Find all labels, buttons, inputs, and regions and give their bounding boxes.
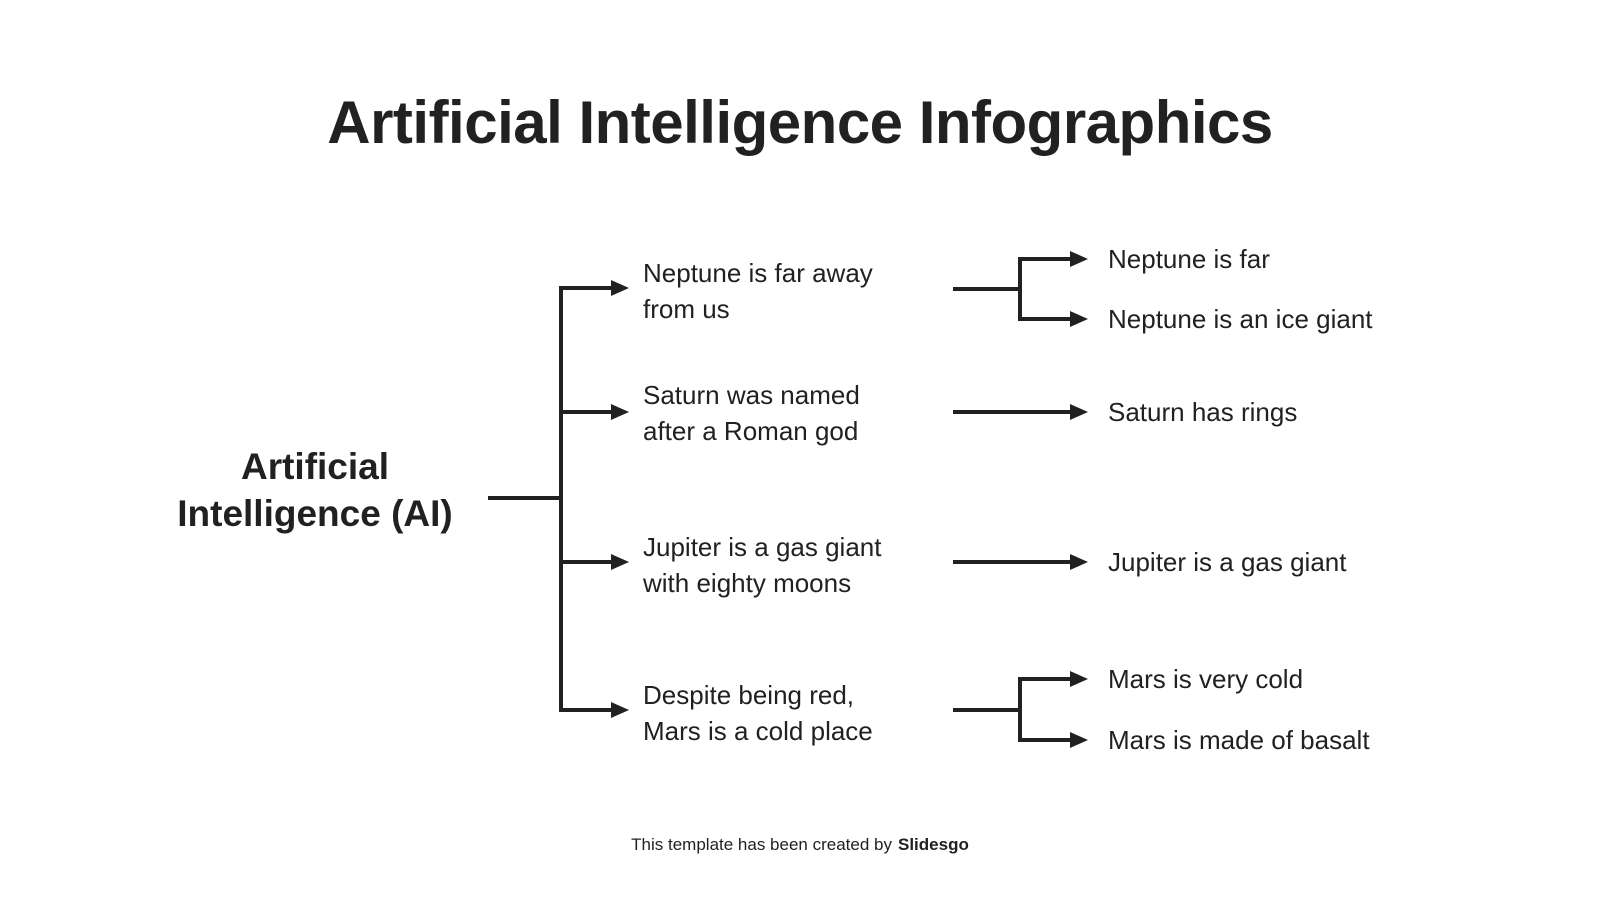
branch-node-saturn-line2: after a Roman god bbox=[643, 416, 859, 446]
branch3-child-arrow bbox=[953, 560, 1070, 564]
slide-title: Artificial Intelligence Infographics bbox=[327, 89, 1273, 156]
branch-node-jupiter-line1: Jupiter is a gas giant bbox=[643, 532, 882, 562]
branch-node-neptune: Neptune is far away from us bbox=[643, 255, 873, 327]
leaf-node-neptune-far: Neptune is far bbox=[1108, 244, 1270, 274]
branch-node-mars-line1: Despite being red, bbox=[643, 680, 855, 710]
root-connector-line bbox=[488, 496, 563, 500]
branch2-arrow bbox=[559, 410, 611, 414]
branch4-arrow bbox=[559, 708, 611, 712]
branch1-arrow bbox=[559, 286, 611, 290]
footer-credit: This template has been created by Slides… bbox=[0, 835, 1600, 855]
leaf-node-mars-cold: Mars is very cold bbox=[1108, 664, 1304, 694]
branch3-arrow bbox=[559, 560, 611, 564]
branch-node-neptune-line1: Neptune is far away bbox=[643, 258, 873, 288]
footer-credit-text: This template has been created by bbox=[631, 835, 892, 854]
branch-node-saturn: Saturn was named after a Roman god bbox=[643, 377, 860, 449]
root-node-line2: Intelligence (AI) bbox=[177, 493, 453, 534]
branch-node-jupiter-line2: with eighty moons bbox=[643, 568, 852, 598]
leaf-node-mars-basalt: Mars is made of basalt bbox=[1108, 725, 1370, 755]
footer-brand: Slidesgo bbox=[897, 835, 969, 854]
leaf-node-saturn-rings: Saturn has rings bbox=[1108, 397, 1298, 427]
branch1-child-stub-line bbox=[953, 287, 1022, 291]
branch-node-neptune-line2: from us bbox=[643, 294, 730, 324]
branch1-child2-arrow bbox=[1020, 317, 1070, 321]
branch-node-mars-line2: Mars is a cold place bbox=[643, 716, 873, 746]
leaf-node-jupiter-gas-giant: Jupiter is a gas giant bbox=[1108, 547, 1347, 577]
branch-node-saturn-line1: Saturn was named bbox=[643, 380, 860, 410]
branch1-child1-arrow bbox=[1020, 257, 1070, 261]
leaf-node-neptune-ice-giant: Neptune is an ice giant bbox=[1108, 304, 1373, 334]
branch4-child2-arrow bbox=[1020, 738, 1070, 742]
branch4-child-stub-line bbox=[953, 708, 1022, 712]
root-node-line1: Artificial bbox=[240, 446, 390, 487]
branch-spine-line bbox=[559, 286, 563, 712]
branch4-child-fork-line bbox=[1018, 677, 1022, 742]
branch4-child1-arrow bbox=[1020, 677, 1070, 681]
branch-node-jupiter: Jupiter is a gas giant with eighty moons bbox=[643, 529, 881, 601]
root-node: Artificial Intelligence (AI) bbox=[125, 443, 505, 537]
branch-node-mars: Despite being red, Mars is a cold place bbox=[643, 677, 873, 749]
branch1-child-fork-line bbox=[1018, 257, 1022, 321]
branch2-child-arrow bbox=[953, 410, 1070, 414]
